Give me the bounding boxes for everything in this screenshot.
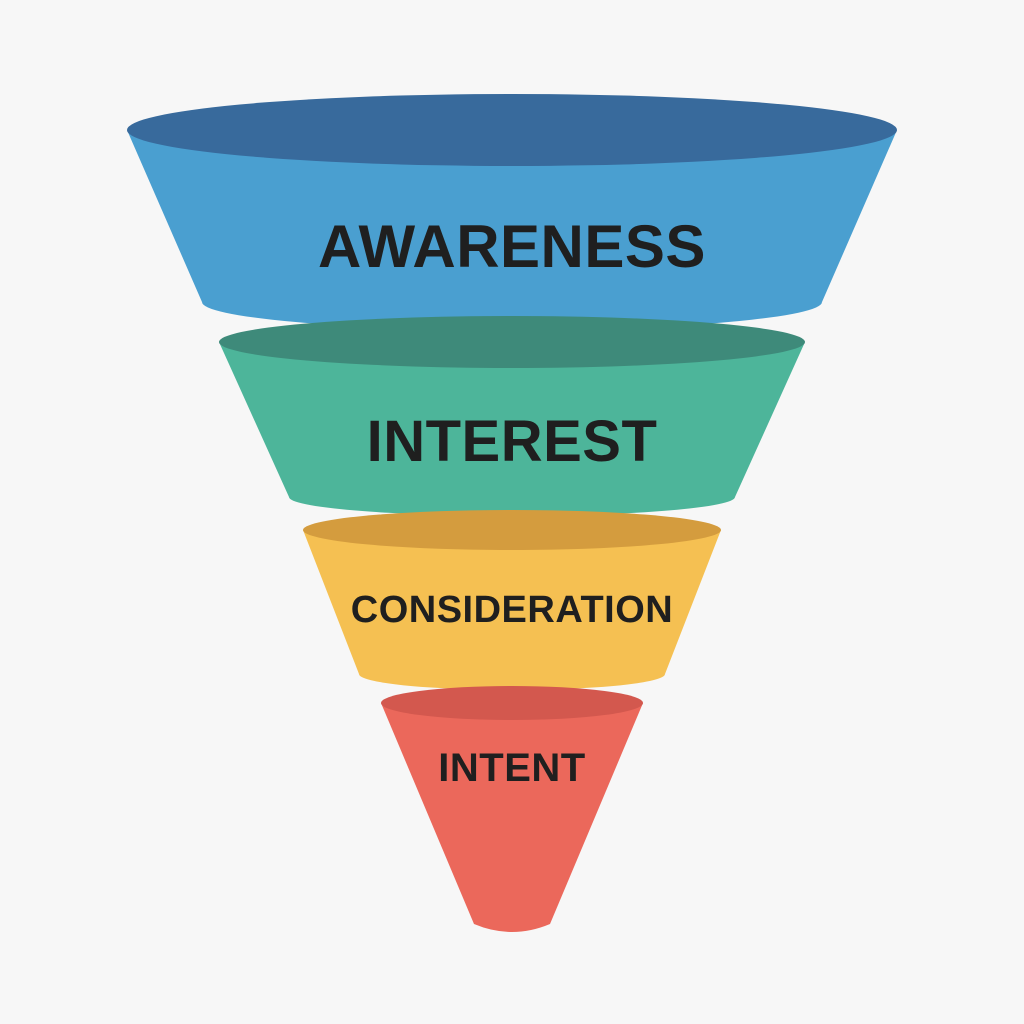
stage-consideration-rim xyxy=(303,510,721,550)
stage-consideration-body xyxy=(303,530,721,690)
stage-intent-rim xyxy=(381,686,643,720)
stage-consideration-label: CONSIDERATION xyxy=(351,589,673,631)
stage-consideration: CONSIDERATION xyxy=(303,510,721,690)
stage-intent-body xyxy=(381,703,643,932)
stage-awareness-body xyxy=(127,130,897,330)
stage-intent: INTENT xyxy=(381,686,643,932)
stage-awareness-rim xyxy=(127,94,897,166)
stage-intent-label: INTENT xyxy=(438,746,585,790)
stage-awareness: AWARENESS xyxy=(127,94,897,330)
stage-interest: INTEREST xyxy=(219,316,805,516)
stage-interest-label: INTEREST xyxy=(367,409,658,474)
stage-interest-rim xyxy=(219,316,805,368)
stage-awareness-label: AWARENESS xyxy=(318,213,706,280)
stage-interest-body xyxy=(219,342,805,516)
